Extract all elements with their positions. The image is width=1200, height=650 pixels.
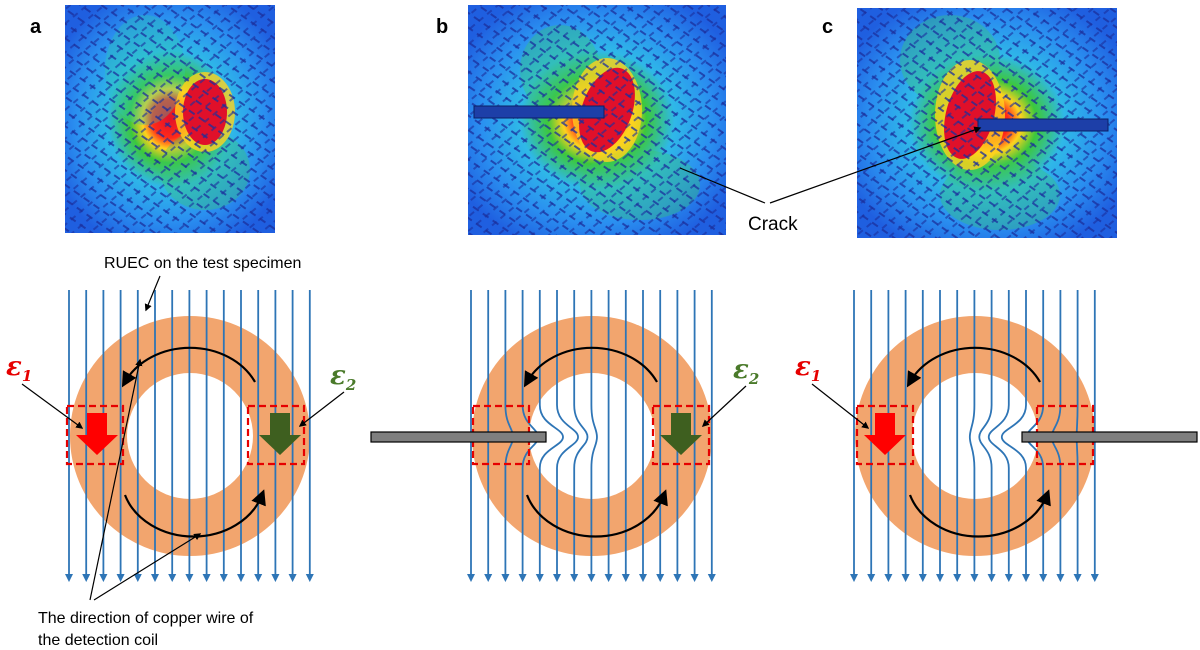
panel-letter-b: b: [436, 16, 448, 38]
schematic-a: [64, 290, 314, 583]
region-box-eps1-a: [65, 404, 125, 466]
ruec-label: RUEC on the test specimen: [104, 255, 301, 272]
eps1-leader-a: [21, 383, 84, 429]
schematic-b: [370, 290, 716, 583]
heatmap-b: [468, 5, 726, 235]
eps2-leader-b: [701, 385, 747, 427]
crack-bar-c: [1021, 431, 1198, 443]
crack-label: Crack: [748, 214, 798, 235]
wire-leader-2: [93, 533, 202, 601]
eps1-label-a: ε1: [6, 352, 32, 385]
heatmap-a: [65, 5, 275, 233]
wire-direction-label-line2: the detection coil: [38, 632, 158, 649]
panel-letter-c: c: [822, 16, 833, 38]
region-box-eps2-a: [246, 404, 306, 466]
field-line: [570, 290, 589, 583]
field-line: [987, 290, 1013, 583]
down-arrow-green-b: [660, 413, 702, 455]
region-box-eps1-c: [855, 404, 915, 466]
eps2-label-a: ε2: [330, 361, 356, 394]
down-arrow-green-a: [259, 413, 301, 455]
crack-slot-c: [977, 118, 1109, 132]
current-arrow-top-c: [906, 346, 1041, 388]
field-line: [968, 290, 979, 583]
eps1-leader-c: [811, 383, 870, 429]
wire-direction-label-line1: The direction of copper wire of: [38, 610, 254, 627]
current-arrow-bottom-b: [525, 489, 668, 538]
crack-leader-b: [679, 167, 766, 204]
crack-bar-b: [370, 431, 547, 443]
ruec-leader: [144, 275, 161, 312]
down-arrow-red-a: [76, 413, 118, 455]
eps1-label-c: ε1: [795, 352, 821, 385]
heatmap-c: [857, 8, 1117, 238]
current-arrow-top-b: [523, 346, 658, 388]
down-arrow-red-c: [864, 413, 906, 455]
field-line: [552, 290, 579, 583]
crack-leader-c: [769, 126, 982, 204]
region-box-eps2-b: [651, 404, 711, 466]
eps2-leader-a: [298, 391, 345, 427]
wire-leader-1: [89, 358, 143, 601]
field-line: [978, 290, 996, 583]
field-line: [535, 290, 564, 583]
current-arrow-top-a: [121, 346, 256, 388]
eps2-label-b: ε2: [733, 355, 759, 388]
panel-letter-a: a: [30, 16, 42, 38]
crack-slot-b: [473, 105, 605, 119]
schematic-c: [849, 290, 1198, 583]
current-arrow-bottom-c: [908, 489, 1051, 538]
field-line: [587, 290, 598, 583]
field-line: [1000, 290, 1031, 583]
